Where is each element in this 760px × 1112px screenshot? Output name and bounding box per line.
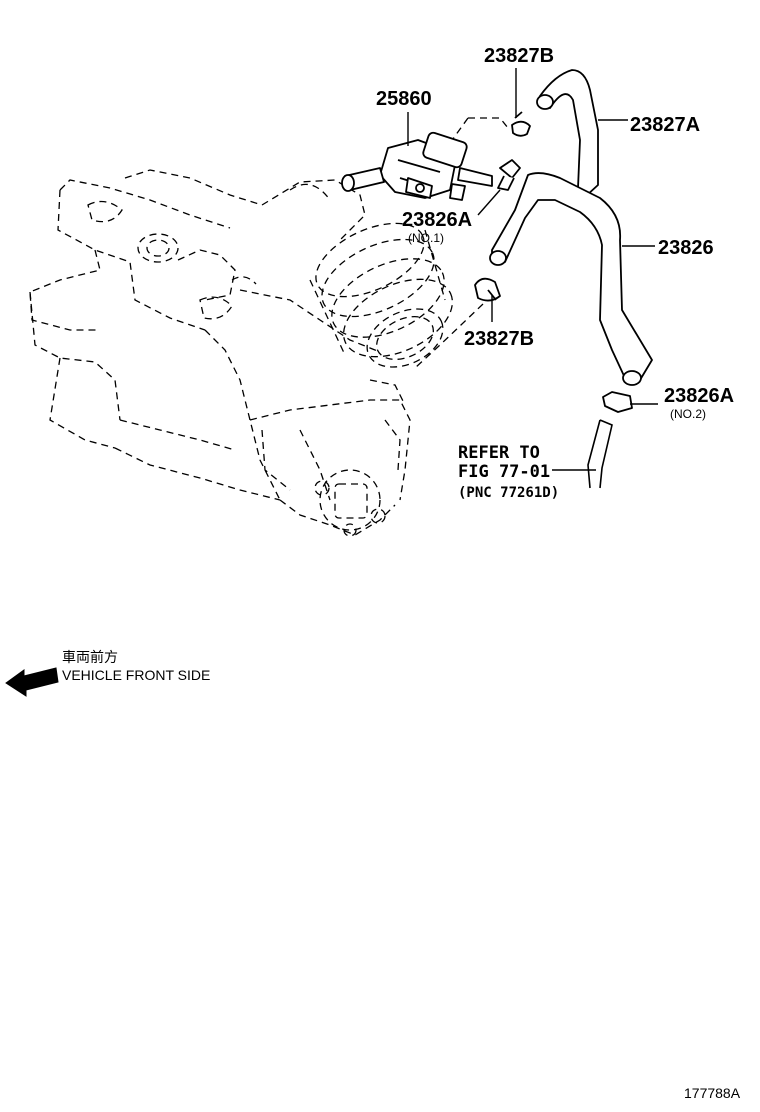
part-number-23827b-mid: 23827B xyxy=(464,328,534,350)
clamp-23827b-mid xyxy=(474,277,501,302)
reference-hose xyxy=(587,419,613,489)
vsv-valve-part xyxy=(341,131,493,201)
part-number-23826a-no2: 23826A xyxy=(664,385,734,407)
part-number-23827a: 23827A xyxy=(630,114,700,136)
front-label-japanese: 車両前方 xyxy=(62,649,118,665)
part-sub-no1: (NO.1) xyxy=(408,231,444,245)
leader-lines xyxy=(407,68,658,471)
hose-23826 xyxy=(489,172,653,386)
part-number-23826a-no1: 23826A xyxy=(402,209,472,231)
reference-line-3: (PNC 77261D) xyxy=(458,485,559,501)
reference-line-2: FIG 77-01 xyxy=(458,462,550,482)
part-number-25860: 25860 xyxy=(376,88,432,110)
clamp-23826a-no2 xyxy=(602,391,633,413)
part-sub-no2: (NO.2) xyxy=(670,407,706,421)
clamp-23826a-no1 xyxy=(497,159,521,191)
left-arrow-icon xyxy=(5,667,59,697)
reference-line-1: REFER TO xyxy=(458,443,540,463)
hose-23827a xyxy=(536,69,599,197)
figure-id: 177788A xyxy=(684,1085,741,1101)
part-number-23827b-top: 23827B xyxy=(484,45,554,67)
part-number-23826: 23826 xyxy=(658,237,714,259)
front-label-english: VEHICLE FRONT SIDE xyxy=(62,667,210,683)
clamp-23827b-top xyxy=(511,111,531,137)
